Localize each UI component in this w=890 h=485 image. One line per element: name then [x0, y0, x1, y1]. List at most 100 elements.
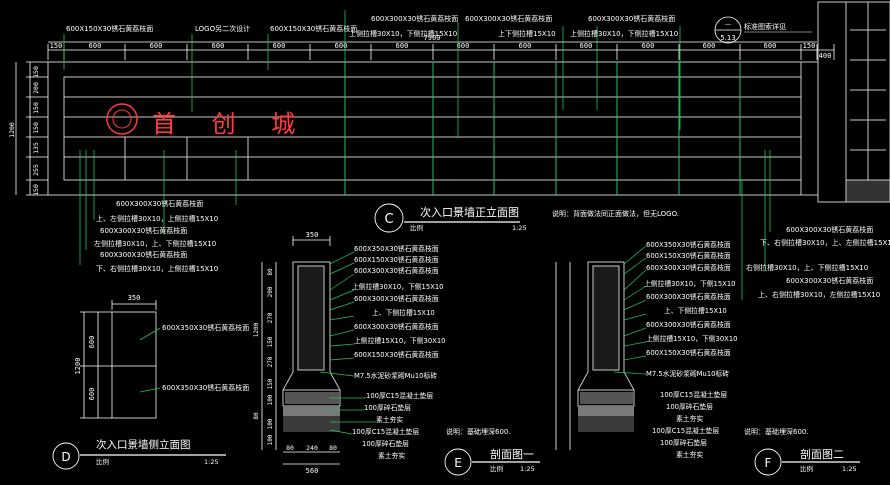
- dim-label: 80: [253, 412, 260, 420]
- left-dimension-line: [15, 61, 48, 196]
- gravel-bed: [283, 406, 340, 416]
- callout-text: 上下侧拉槽15X10: [498, 29, 556, 38]
- callout-text: 上侧拉槽30X10，下侧拉槽15X10: [349, 29, 457, 38]
- callout-text: M7.5水泥砂浆砌Mu10标砖: [354, 371, 437, 380]
- side-elevation: 350 600 600 1200 600X350X30锈石黄荔枝面 600X35…: [52, 294, 249, 470]
- detail-ref-note: 标准图索详见: [744, 22, 786, 31]
- dim-label: 600: [212, 42, 225, 50]
- title-letter: D: [61, 450, 70, 464]
- callout-text: 600X300X30锈石黄荔枝面: [646, 292, 731, 301]
- callout-text: 上、右侧拉槽30X10，左侧拉槽15X10: [758, 290, 880, 299]
- callout-text: 上、下侧拉槽15X10: [372, 308, 435, 317]
- title-letter: C: [384, 212, 393, 227]
- title-letter: F: [765, 456, 772, 470]
- wall-outline: [47, 61, 819, 196]
- dim-label: 135: [32, 142, 40, 154]
- callout-text: 600X300X30锈石黄荔枝面: [116, 199, 203, 208]
- callout-text: 600X350X30锈石黄荔枝面: [162, 323, 249, 332]
- callout-text: 上侧拉槽30X10，下侧拉槽15X10: [570, 29, 678, 38]
- callout-text: LOGO另二次设计: [195, 24, 250, 33]
- dim-label: 600: [273, 42, 286, 50]
- section-two-title-block: F 剖面图二 比例 1:25: [754, 447, 860, 476]
- overall-dimension: 7900: [424, 34, 441, 42]
- dim-label: 350: [128, 294, 141, 302]
- drawing-note: 说明：背面做法同正面做法，但无LOGO.: [552, 209, 679, 218]
- callout-text: 600X300X30锈石黄荔枝面: [100, 250, 187, 259]
- scale-label: 比例: [800, 464, 813, 473]
- callout-text: 600X300X30锈石黄荔枝面: [100, 226, 187, 235]
- callout-text: 600X150X30锈石黄荔枝面: [646, 251, 731, 260]
- section-two-wall: [577, 261, 635, 407]
- dim-label: 270: [267, 312, 274, 323]
- scale-value: 1:25: [842, 465, 857, 473]
- callout-text: 600X150X30锈石黄荔枝面: [354, 255, 439, 264]
- callout-text: 600X300X30锈石黄荔枝面: [354, 266, 439, 275]
- right-callout-leaders: [741, 150, 771, 300]
- callout-text: 素土夯实: [376, 415, 403, 424]
- top-dimension-labels: 150 600 600 600 600 600 600 600 600 600 …: [50, 34, 832, 60]
- dim-label: 150: [32, 102, 40, 114]
- dim-label: 150: [32, 122, 40, 134]
- dim-label: 150: [32, 184, 40, 196]
- title-marker-icon: [374, 203, 404, 233]
- dim-label: 80: [286, 444, 294, 452]
- drawing-note: 说明：基础埋深600.: [446, 427, 511, 436]
- dim-label: 600: [335, 42, 348, 50]
- dim-label: 150: [32, 66, 40, 78]
- section-one-title-block: E 剖面图一 比例 1:25: [444, 447, 540, 476]
- callout-text: 600X300X30锈石黄荔枝面: [786, 276, 873, 285]
- dim-label: 600: [764, 42, 777, 50]
- callout-text: 600X350X30锈石黄荔枝面: [162, 383, 249, 392]
- logo: 首 创 城: [106, 103, 295, 138]
- dim-label: 100: [267, 394, 274, 405]
- callout-text: 600X300X30锈石黄荔枝面: [646, 320, 731, 329]
- dim-label: 150: [267, 378, 274, 389]
- callout-text: 上侧拉槽30X10，下侧15X10: [352, 282, 444, 291]
- side-pillar: [817, 1, 890, 203]
- detail-ref-number: —: [725, 20, 732, 28]
- section-one-wall: [282, 261, 341, 407]
- callout-text: 600X150X30锈石黄荔枝面: [270, 24, 357, 33]
- callout-text: M7.5水泥砂浆砌Mu10标砖: [646, 369, 729, 378]
- dim-label: 1200: [74, 358, 82, 375]
- drawing-note: 说明：基础埋深600.: [744, 427, 809, 436]
- elevation-title-block: C 次入口景墙正立面图 比例 1:25 说明：背面做法同正面做法，但无LOGO.: [374, 203, 679, 233]
- callout-text: 600X150X30锈石黄荔枝面: [646, 348, 731, 357]
- section-two: 600X350X30锈石黄荔枝面 600X150X30锈石黄荔枝面 600X30…: [555, 240, 860, 476]
- callout-text: 下、右侧拉槽30X10，上侧拉槽15X10: [96, 264, 218, 273]
- dim-label: 560: [306, 467, 319, 475]
- callout-text: 上侧拉槽15X10，下侧30X10: [354, 336, 446, 345]
- logo-emblem-icon: [106, 103, 138, 135]
- callout-text: 600X150X30锈石黄荔枝面: [354, 350, 439, 359]
- dim-label: 100: [267, 434, 274, 445]
- dim-label: 80: [267, 268, 274, 276]
- scale-value: 1:25: [520, 465, 535, 473]
- drawing-title: 次入口景墙正立面图: [420, 205, 519, 219]
- title-marker-icon: [754, 448, 782, 476]
- scale-label: 比例: [96, 457, 109, 466]
- callout-text: 600X300X30锈石黄荔枝面: [646, 263, 731, 272]
- callout-text: 素土夯实: [676, 414, 703, 423]
- callout-text: 100厚C15混凝土垫层: [660, 390, 727, 399]
- callout-text: 上、下侧拉槽15X10: [664, 306, 727, 315]
- callout-text: 600X300X30锈石黄荔枝面: [354, 322, 439, 331]
- dim-label: 150: [267, 336, 274, 347]
- dim-label: 200: [32, 82, 40, 94]
- callout-text: 600X300X30锈石黄荔枝面: [371, 14, 458, 23]
- bottom-callout-leaders: [79, 150, 237, 265]
- dim-label: 240: [306, 444, 318, 452]
- callout-text: 上侧拉槽15X10，下侧30X10: [646, 334, 738, 343]
- dim-label: 600: [88, 336, 96, 349]
- dim-label: 80: [329, 444, 337, 452]
- callout-text: 下、右侧拉槽30X10，上、左侧拉槽15X10: [760, 238, 890, 247]
- title-letter: E: [454, 456, 462, 470]
- callout-text: 右侧拉槽30X10，上、下侧拉槽15X10: [746, 263, 868, 272]
- dim-label: 150: [50, 42, 63, 50]
- front-elevation: 150 600 600 600 600 600 600 600 600 600 …: [8, 1, 890, 300]
- left-dimension-labels: 150 200 150 150 135 255 150 1200: [8, 66, 40, 196]
- callout-text: 素土夯实: [378, 451, 405, 460]
- dim-label: 350: [306, 231, 319, 239]
- callout-text: 素土夯实: [676, 450, 703, 459]
